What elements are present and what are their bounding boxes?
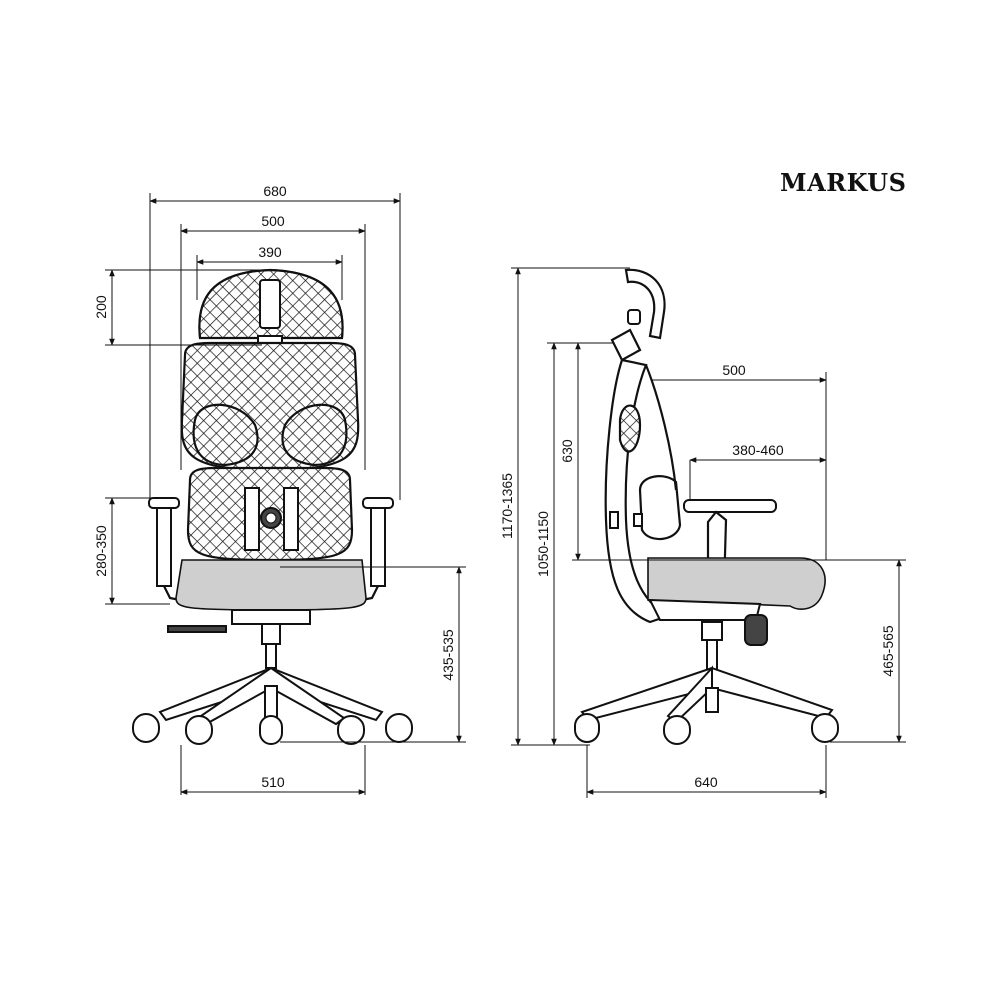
dim-seat-depth: 380-460 bbox=[732, 442, 784, 458]
dim-seat-height-front: 435-535 bbox=[440, 629, 456, 681]
dim-back-width: 500 bbox=[261, 213, 285, 229]
dim-base-depth: 640 bbox=[694, 774, 718, 790]
side-view-chair bbox=[574, 268, 839, 745]
dim-headrest-height: 200 bbox=[93, 295, 109, 319]
front-dimensions: 680 500 390 200 280-350 435-535 510 bbox=[93, 183, 466, 795]
dim-backrest-height: 630 bbox=[559, 439, 575, 463]
dim-seat-depth-total: 500 bbox=[722, 362, 746, 378]
product-title: MARKUS bbox=[780, 168, 907, 197]
front-view-chair bbox=[132, 268, 413, 745]
dim-total-height: 1170-1365 bbox=[499, 473, 515, 539]
dim-overall-width: 680 bbox=[263, 183, 287, 199]
dim-seat-height-side: 465-565 bbox=[880, 625, 896, 677]
dim-base-width: 510 bbox=[261, 774, 285, 790]
dim-height-without-headrest: 1050-1150 bbox=[535, 511, 551, 577]
dim-headrest-width: 390 bbox=[258, 244, 282, 260]
side-dimensions: 1170-1365 1050-1150 630 500 380-460 465-… bbox=[499, 267, 906, 798]
dim-armrest-height: 280-350 bbox=[93, 525, 109, 577]
